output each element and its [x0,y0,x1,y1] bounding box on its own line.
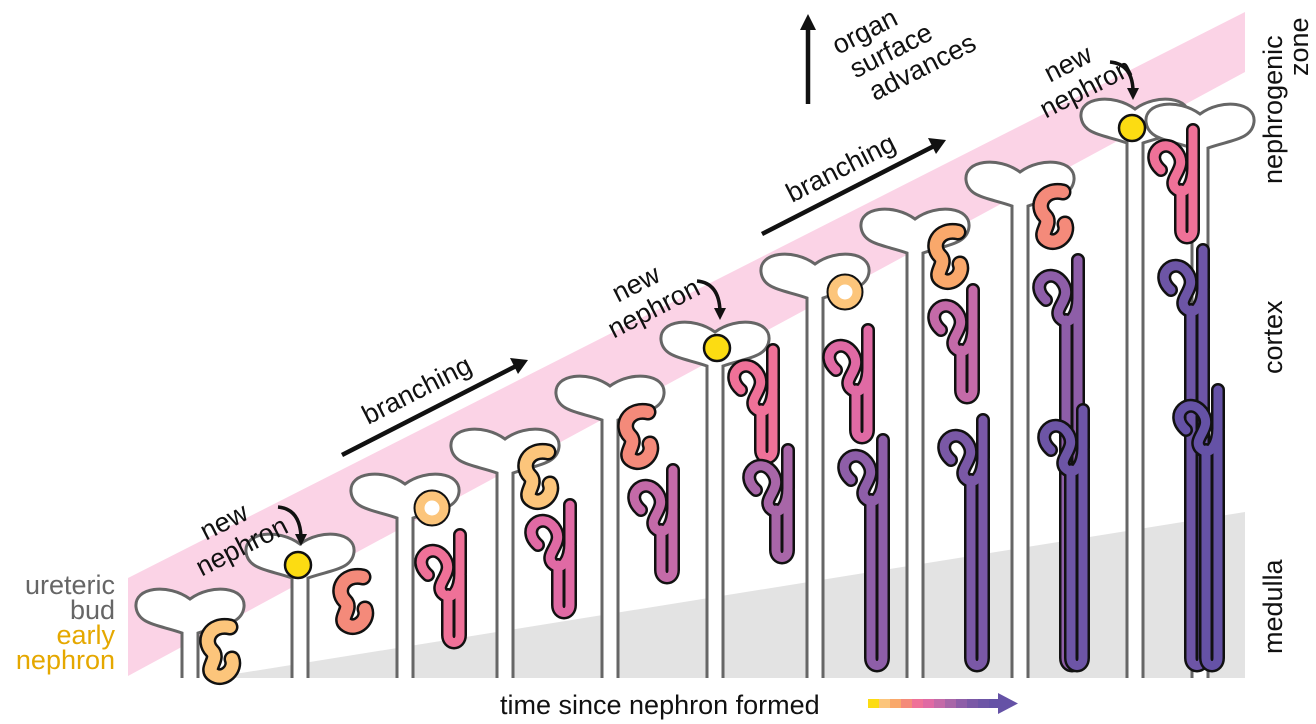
nephron [283,550,313,580]
nephron [727,343,780,465]
gradient-segment [934,699,946,708]
gradient-segment [879,699,891,708]
nephron [332,567,375,635]
new-nephron-arrow-3 [1109,60,1135,91]
nephron [702,333,732,363]
nephron [1037,403,1090,673]
nephron [822,323,875,445]
nephron [414,528,467,650]
arrowhead [928,138,946,154]
arrowhead [510,358,528,374]
gradient-arrowhead [998,693,1018,714]
gradient-segment [978,699,990,708]
nephron [1172,383,1225,673]
nephron [837,433,890,673]
nephron [617,402,660,470]
new-nephron-arrow-2 [696,279,722,312]
arrowhead [714,308,726,320]
nephron [937,413,990,673]
gradient-segment [945,699,957,708]
nephron [517,442,560,510]
gradient-segment [923,699,935,708]
branching-arrow-1 [340,361,522,458]
zone-label-nephrogenic: nephrogeniczone [1258,17,1314,184]
arrowhead [295,534,307,546]
nephron [199,617,242,685]
nephron [826,273,864,311]
nephron [927,222,970,290]
gradient-segment [890,699,902,708]
ureteric-bud-stage [554,374,666,678]
arrowhead [800,14,816,30]
gradient-segment [956,699,968,708]
gradient-segment [967,699,979,708]
arrowhead [1127,88,1139,100]
nephron [927,283,980,405]
time-axis-label: time since nephron formed [500,690,820,720]
nephron [1147,123,1200,245]
zone-label-medulla: medulla [1258,558,1288,654]
ureteric-bud-stage [759,252,871,678]
new-nephron-arrow-1 [277,505,303,538]
nephron [524,498,577,620]
ureteric-bud-stage [659,320,771,678]
nephron [742,443,795,565]
gradient-segment [868,699,880,708]
ureteric-bud-stage [349,472,461,678]
ureteric-bud-stage [134,587,246,678]
time-gradient-arrow [868,693,1018,714]
gradient-segment [901,699,913,708]
nephron [413,489,451,527]
nephron [1032,182,1075,250]
organ-surface-label: organsurfaceadvances [827,0,981,112]
gradient-segment [989,699,1001,708]
nephron [627,463,680,585]
zone-label-cortex: cortex [1258,300,1288,374]
gradient-segment [912,699,924,708]
branching-arrow-2 [760,141,940,237]
nephron [1117,113,1147,143]
